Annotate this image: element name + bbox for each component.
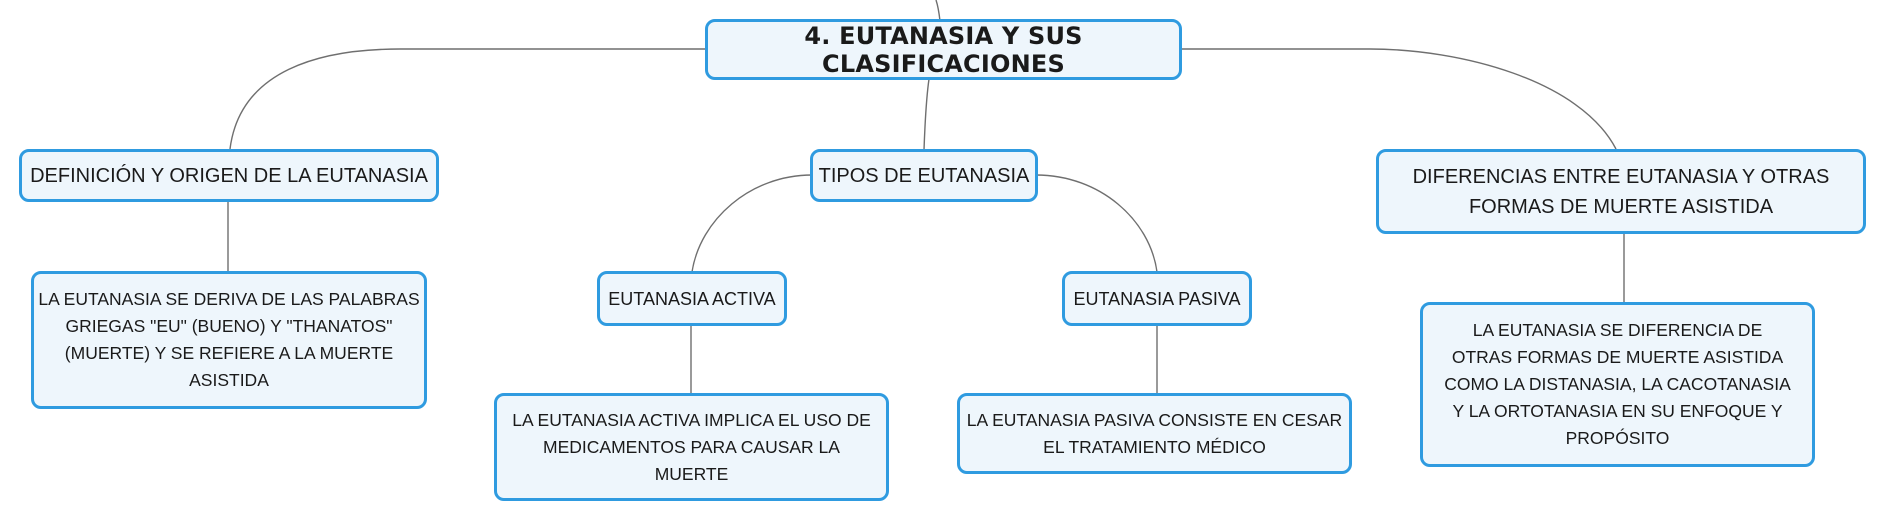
topic-definicion[interactable]: DEFINICIÓN Y ORIGEN DE LA EUTANASIA: [19, 149, 439, 202]
topic-tipos-label: TIPOS DE EUTANASIA: [818, 164, 1030, 187]
detail-diferencias-text: LA EUTANASIA SE DIFERENCIA DE OTRAS FORM…: [1444, 320, 1791, 448]
subtopic-activa-label: EUTANASIA ACTIVA: [608, 288, 776, 309]
connector-tipos-to-activa: [691, 174, 813, 273]
detail-definicion-text: LA EUTANASIA SE DERIVA DE LAS PALABRAS G…: [38, 289, 420, 390]
connector-central-to-definicion: [229, 48, 707, 150]
detail-activa[interactable]: LA EUTANASIA ACTIVA IMPLICA EL USO DE ME…: [494, 393, 889, 501]
topic-diferencias-label: DIFERENCIAS ENTRE EUTANASIA Y OTRAS FORM…: [1412, 165, 1830, 218]
connector-central-to-tipos: [923, 78, 930, 151]
connector-central-to-diferencias: [1180, 48, 1617, 150]
detail-pasiva[interactable]: LA EUTANASIA PASIVA CONSISTE EN CESAR EL…: [957, 393, 1352, 474]
topic-definicion-label: DEFINICIÓN Y ORIGEN DE LA EUTANASIA: [30, 164, 428, 187]
connector-tipos-to-pasiva: [1035, 174, 1158, 273]
topic-diferencias[interactable]: DIFERENCIAS ENTRE EUTANASIA Y OTRAS FORM…: [1376, 149, 1866, 234]
connector-parent-to-central: [935, 0, 941, 22]
detail-activa-text: LA EUTANASIA ACTIVA IMPLICA EL USO DE ME…: [512, 409, 871, 484]
subtopic-pasiva[interactable]: EUTANASIA PASIVA: [1062, 271, 1252, 326]
topic-tipos[interactable]: TIPOS DE EUTANASIA: [810, 149, 1038, 202]
detail-diferencias[interactable]: LA EUTANASIA SE DIFERENCIA DE OTRAS FORM…: [1420, 302, 1815, 467]
detail-pasiva-text: LA EUTANASIA PASIVA CONSISTE EN CESAR EL…: [966, 409, 1343, 457]
detail-definicion[interactable]: LA EUTANASIA SE DERIVA DE LAS PALABRAS G…: [31, 271, 427, 409]
central-topic[interactable]: 4. EUTANASIA Y SUS CLASIFICACIONES: [705, 19, 1182, 80]
subtopic-activa[interactable]: EUTANASIA ACTIVA: [597, 271, 787, 326]
subtopic-pasiva-label: EUTANASIA PASIVA: [1073, 288, 1241, 309]
central-topic-label: 4. EUTANASIA Y SUS CLASIFICACIONES: [804, 21, 1083, 78]
